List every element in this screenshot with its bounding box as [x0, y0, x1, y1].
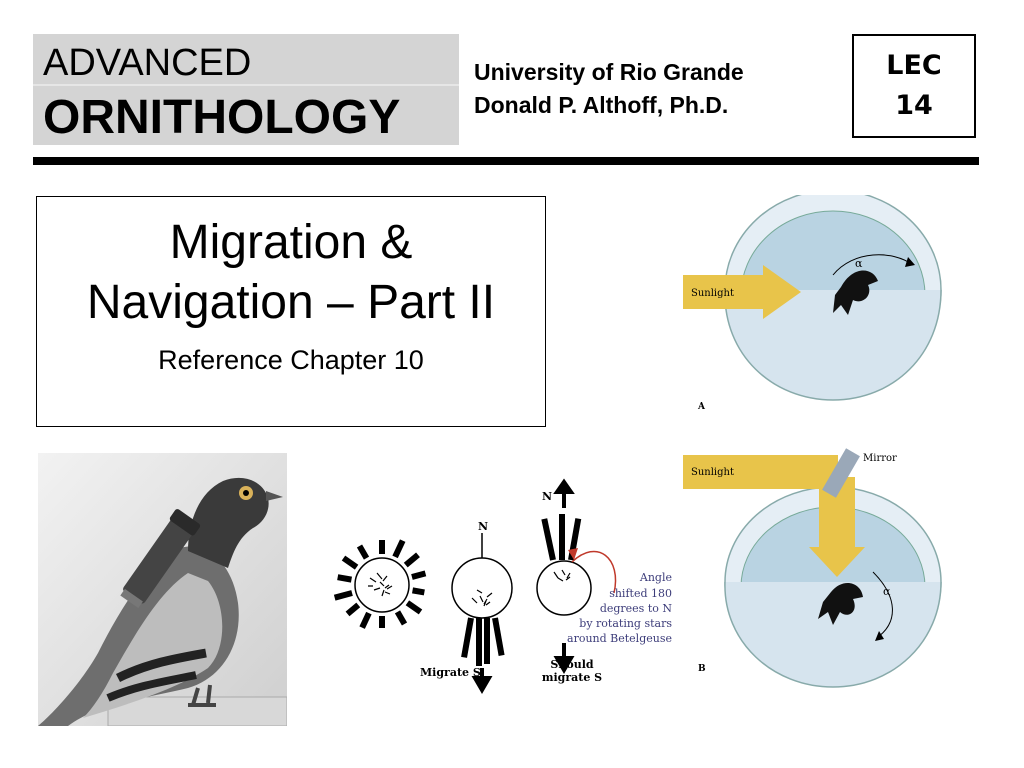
- lecture-label: LEC: [886, 50, 942, 81]
- lecture-number: 14: [895, 90, 933, 121]
- sunlight-label-b: Sunlight: [691, 467, 734, 478]
- should-migrate-line1: Should: [550, 658, 593, 671]
- slide-title-line2: Navigation – Part II: [86, 276, 496, 329]
- orientation-arena-a: Sunlight α A: [683, 195, 942, 412]
- slide-title: Migration & Navigation – Part II: [37, 213, 545, 333]
- angle-caption-line1: Angle: [639, 571, 672, 584]
- pigeon-photo: [38, 453, 287, 726]
- slide-title-box: Migration & Navigation – Part II Referen…: [36, 196, 546, 427]
- panel-label-a: A: [697, 402, 706, 412]
- star-compass-diagram: N Migrate S N Should migrate S: [333, 478, 672, 694]
- university-name: University of Rio Grande: [474, 59, 744, 85]
- bird-icon-b: [818, 582, 863, 625]
- north-label-2: N: [542, 490, 552, 503]
- sunlight-label-a: Sunlight: [691, 288, 734, 299]
- header-rule: [33, 157, 979, 165]
- should-migrate-line2: migrate S: [542, 671, 602, 684]
- migrate-south-label: Migrate S: [420, 666, 481, 679]
- banner-divider: [33, 84, 459, 86]
- mirror-label-b: Mirror: [863, 453, 897, 464]
- university-credit: University of Rio Grande Donald P. Altho…: [474, 56, 744, 122]
- slide-title-line1: Migration &: [169, 216, 413, 269]
- lecture-number-box: LEC 14: [852, 34, 976, 138]
- angle-caption-line5: around Betelgeuse: [567, 632, 672, 645]
- panel-label-b: B: [698, 664, 706, 674]
- slide-subtitle: Reference Chapter 10: [158, 345, 424, 375]
- course-banner: ADVANCED ORNITHOLOGY: [33, 34, 459, 145]
- course-banner-line2: ORNITHOLOGY: [43, 91, 401, 144]
- north-label-1: N: [478, 520, 488, 533]
- diagram-circle-2: N Migrate S: [420, 520, 513, 694]
- course-banner-line1: ADVANCED: [43, 42, 252, 84]
- bird-icon-a: [833, 270, 878, 315]
- diagram-circle-3: N Should migrate S: [536, 478, 617, 684]
- diagram-circle-1: [333, 539, 427, 629]
- angle-caption-line4: by rotating stars: [579, 617, 672, 630]
- angle-caption-line2: shifted 180: [609, 587, 672, 600]
- orientation-arena-b: Sunlight Mirror α B: [683, 448, 942, 688]
- instructor-name: Donald P. Althoff, Ph.D.: [474, 92, 729, 118]
- alpha-label-a: α: [855, 257, 863, 270]
- alpha-label-b: α: [883, 585, 891, 598]
- angle-caption: Angle shifted 180 degrees to N by rotati…: [567, 571, 672, 645]
- angle-caption-line3: degrees to N: [600, 602, 673, 615]
